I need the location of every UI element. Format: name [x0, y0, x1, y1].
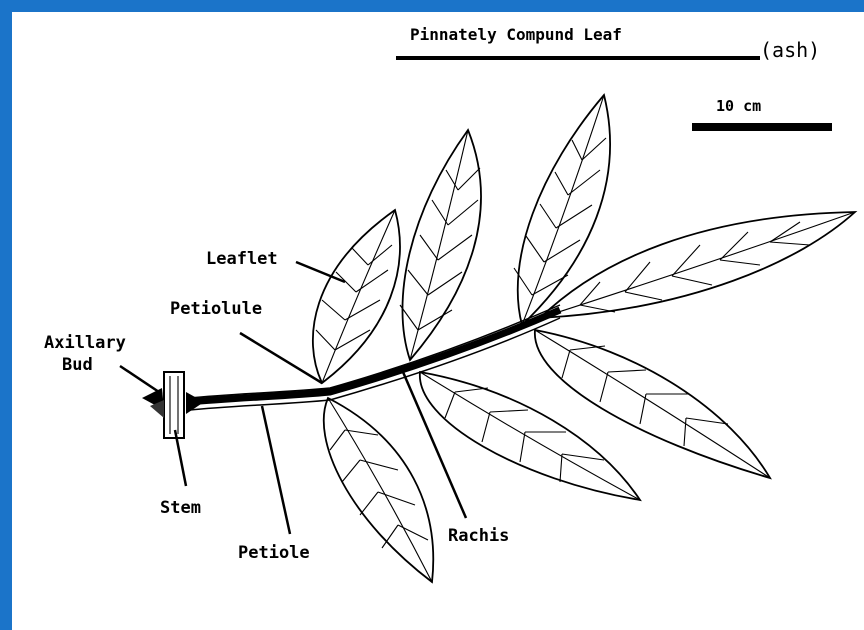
lower-leaflets: [324, 330, 770, 582]
rachis-label: Rachis: [448, 526, 509, 546]
axillary-bud-label-line1: Axillary: [44, 333, 126, 353]
species-label: (ash): [760, 38, 820, 62]
upper-leaflets: [313, 95, 855, 383]
stem-label: Stem: [160, 498, 201, 518]
scale-bar-label: 10 cm: [716, 97, 761, 115]
diagram-title: Pinnately Compund Leaf: [410, 25, 622, 44]
petiole-label: Petiole: [238, 543, 310, 563]
petiolule-leader: [240, 333, 322, 383]
petiolule-label: Petiolule: [170, 299, 262, 319]
stem-and-bud: [142, 372, 204, 438]
scale-bar: [692, 123, 832, 131]
leaflet-label: Leaflet: [206, 249, 278, 269]
petiole-leader: [262, 406, 290, 534]
axillary-bud-leader: [120, 366, 162, 394]
axillary-bud-label-line2: Bud: [62, 355, 93, 375]
